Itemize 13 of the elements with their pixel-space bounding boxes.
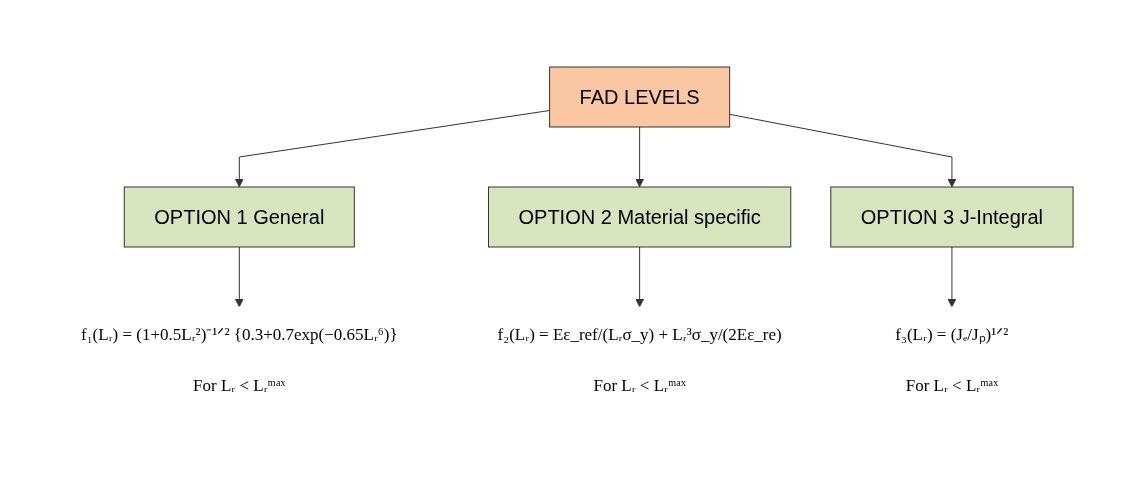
arrow [234, 246, 244, 308]
arrow [234, 109, 551, 188]
node-text: f₂(Lᵣ) = Eε_ref/(Lᵣσ_y) + Lᵣ³σ_y/(2Eε_re) For Lᵣ < Lᵣᵐᵃˣ [497, 324, 782, 395]
arrow [635, 126, 644, 188]
node-box [549, 66, 731, 128]
node-box [830, 186, 1074, 248]
arrow [635, 246, 644, 308]
node-text: f₁(Lᵣ) = (1+0.5Lᵣ²)⁻¹ᐟ² {0.3+0.7exp(−0.65Lᵣ⁶)} For Lᵣ < Lᵣᵐᵃˣ [80, 324, 398, 395]
node-box [123, 186, 355, 248]
arrow [729, 113, 957, 188]
node-text: f₃(Lᵣ) = (Jₑ/Jₚ)¹ᐟ² For Lᵣ < Lᵣᵐᵃˣ [895, 324, 1009, 395]
arrow [947, 246, 957, 308]
node-box [487, 186, 792, 248]
